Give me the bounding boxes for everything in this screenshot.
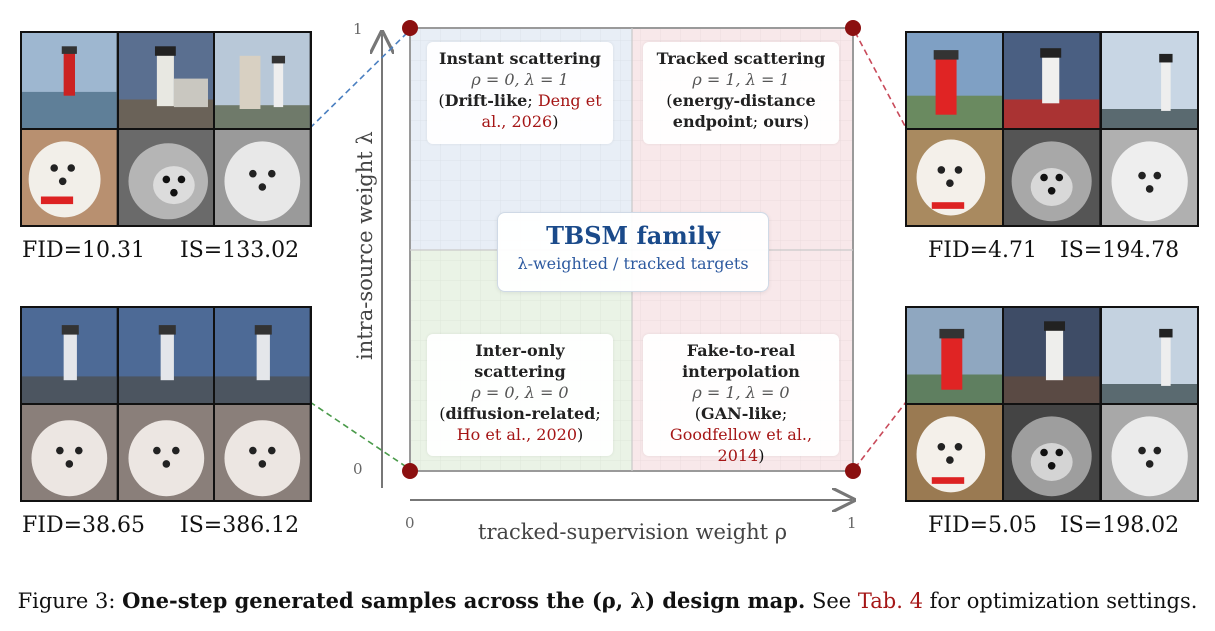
quadrant-top-right-box: Tracked scattering ρ = 1, λ = 1 (energy-…: [643, 42, 839, 144]
is-score: IS=133.02: [180, 238, 300, 263]
figure-caption: Figure 3: One-step generated samples acr…: [0, 588, 1215, 613]
dog-image: [118, 130, 214, 225]
dog-image: [1101, 130, 1197, 225]
quadrant-bottom-right-box: Fake-to-real interpolation ρ = 1, λ = 0 …: [643, 334, 839, 465]
quadrant-top-left-box: Instant scattering ρ = 0, λ = 1 (Drift-l…: [427, 42, 613, 144]
quadrant-param: ρ = 0, λ = 0: [471, 383, 569, 402]
citation-link[interactable]: Deng et al., 2026: [481, 91, 602, 131]
is-score: IS=386.12: [180, 513, 300, 538]
lighthouse-image: [1004, 33, 1100, 128]
lighthouse-image: [118, 33, 214, 128]
caption-suffix: for optimization settings.: [922, 589, 1198, 613]
tbsm-family-title: TBSM family: [546, 221, 720, 250]
fid-score: FID=38.65: [22, 513, 146, 538]
x-axis-label: tracked-supervision weight ρ: [478, 520, 788, 544]
quadrant-note: GAN-like: [701, 404, 782, 423]
lighthouse-image: [22, 308, 117, 403]
dog-image: [22, 130, 117, 225]
sample-grid-top-left: [20, 31, 312, 227]
quadrant-note: energy-distance endpoint: [672, 91, 816, 131]
sample-grid-top-right: [905, 31, 1199, 227]
quadrant-param: ρ = 0, λ = 1: [471, 70, 569, 89]
lighthouse-image: [22, 33, 117, 128]
y-tick-bottom: 0: [353, 460, 363, 478]
quadrant-note-end: ours: [763, 112, 803, 131]
tbsm-family-subtitle: λ-weighted / tracked targets: [517, 254, 749, 273]
quadrant-title: Fake-to-real interpolation: [682, 341, 800, 381]
quadrant-title: Tracked scattering: [656, 49, 826, 68]
connector-bottom-left: [309, 401, 409, 469]
dog-image: [907, 130, 1003, 225]
dog-image: [22, 405, 117, 500]
lighthouse-image: [215, 33, 310, 128]
lighthouse-image: [1101, 308, 1197, 403]
quadrant-note: diffusion-related: [445, 404, 596, 423]
y-axis-label: intra-source weight λ: [353, 131, 377, 360]
connector-top-right: [854, 31, 907, 129]
sample-grid-bottom-right: [905, 306, 1199, 502]
dog-image: [1101, 405, 1197, 500]
corner-dot-top-left: [402, 20, 418, 36]
quadrant-title: Instant scattering: [439, 49, 601, 68]
quadrant-note: Drift-like: [444, 91, 528, 110]
corner-dot-top-right: [845, 20, 861, 36]
connector-bottom-right: [854, 401, 907, 469]
lighthouse-image: [118, 308, 214, 403]
citation-link[interactable]: Goodfellow et al., 2014: [669, 425, 813, 465]
dog-image: [215, 130, 310, 225]
lighthouse-image: [1101, 33, 1197, 128]
dog-image: [118, 405, 214, 500]
citation-link[interactable]: Ho et al., 2020: [456, 425, 578, 444]
fid-score: FID=10.31: [22, 238, 146, 263]
table-reference-link[interactable]: Tab. 4: [857, 589, 923, 613]
y-tick-top: 1: [353, 20, 363, 38]
is-score: IS=198.02: [1060, 513, 1180, 538]
dog-image: [215, 405, 310, 500]
caption-middle: See: [805, 589, 858, 613]
lighthouse-image: [907, 308, 1003, 403]
connector-top-left: [309, 31, 409, 129]
quadrant-param: ρ = 1, λ = 1: [692, 70, 790, 89]
fid-score: FID=5.05: [928, 513, 1038, 538]
lighthouse-image: [215, 308, 310, 403]
fid-score: FID=4.71: [928, 238, 1038, 263]
x-tick-left: 0: [405, 514, 415, 532]
dog-image: [1004, 405, 1100, 500]
corner-dot-bottom-right: [845, 463, 861, 479]
dog-image: [907, 405, 1003, 500]
tbsm-family-box: TBSM family λ-weighted / tracked targets: [497, 212, 769, 292]
corner-dot-bottom-left: [402, 463, 418, 479]
sample-grid-bottom-left: [20, 306, 312, 502]
lighthouse-image: [1004, 308, 1100, 403]
quadrant-bottom-left-box: Inter-only scattering ρ = 0, λ = 0 (diff…: [427, 334, 613, 456]
lighthouse-image: [907, 33, 1003, 128]
quadrant-title: Inter-only scattering: [474, 341, 566, 381]
caption-bold: One-step generated samples across the (ρ…: [122, 588, 806, 613]
is-score: IS=194.78: [1060, 238, 1180, 263]
quadrant-param: ρ = 1, λ = 0: [692, 383, 790, 402]
caption-prefix: Figure 3:: [17, 589, 123, 613]
dog-image: [1004, 130, 1100, 225]
x-tick-right: 1: [847, 514, 857, 532]
